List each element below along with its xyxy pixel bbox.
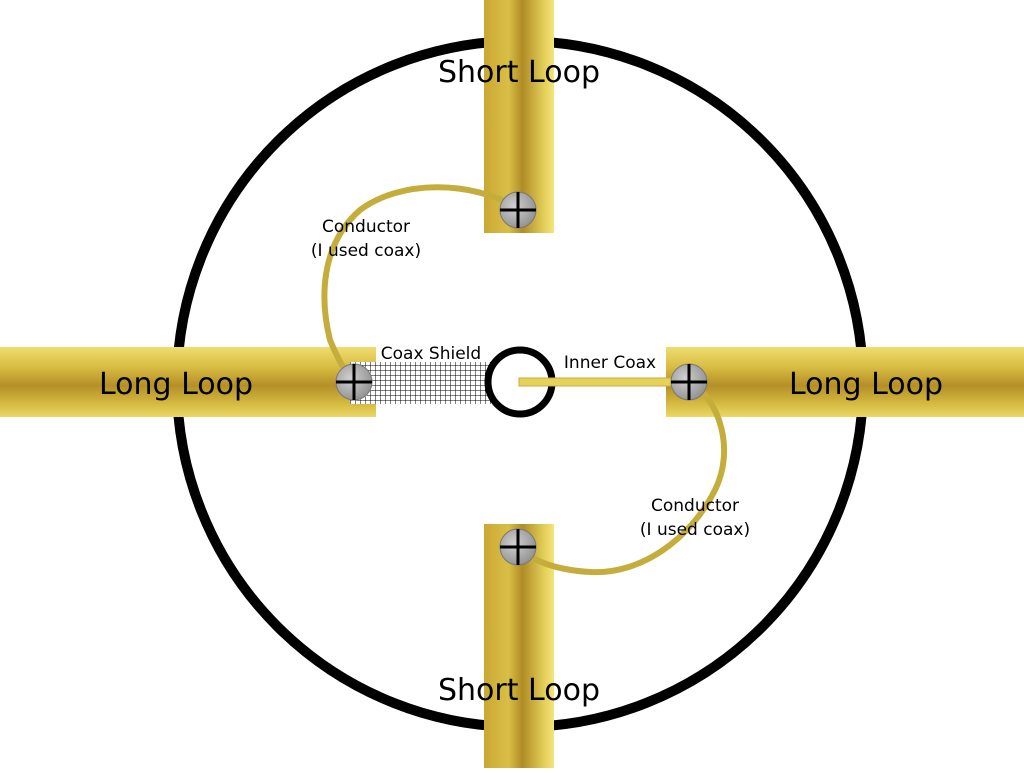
label-conductor-upper-line2: (I used coax) [311,241,421,261]
label-long-loop-right: Long Loop [789,367,943,402]
label-conductor-lower-line2: (I used coax) [640,520,750,540]
label-short-loop-top: Short Loop [438,55,600,90]
coax-shield-mesh [350,362,492,404]
label-long-loop-left: Long Loop [99,367,253,402]
label-conductor-lower-line1: Conductor [651,496,739,516]
long-loop-right-arm [666,347,1024,417]
conductor-upper-wire [321,184,520,384]
label-inner-coax: Inner Coax [564,353,656,373]
label-coax-shield: Coax Shield [381,344,481,364]
conductor-lower-wire [515,379,728,576]
screw-icon [335,363,373,401]
screw-icon [499,528,537,566]
inner-coax-wire [518,377,688,387]
label-conductor-upper-line1: Conductor [322,217,410,237]
label-short-loop-bottom: Short Loop [438,673,600,708]
long-loop-left-arm [0,347,376,417]
screw-icon [670,363,708,401]
screw-icon [499,191,537,229]
